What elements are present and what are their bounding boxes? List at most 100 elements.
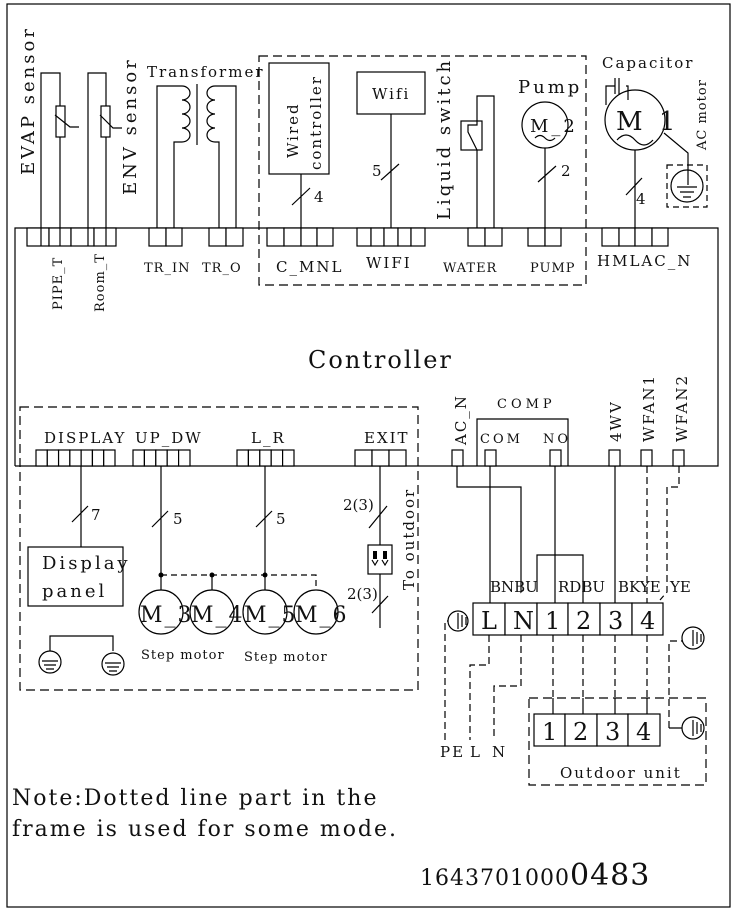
- room-t-label: Room_T: [93, 253, 108, 312]
- cmnl-label: C_MNL: [276, 258, 343, 276]
- connector-pin: [155, 449, 168, 467]
- tr-in-label: TR_IN: [144, 261, 190, 276]
- evap-sensor-label: EVAP sensor: [18, 26, 39, 175]
- wire-count: 4: [314, 188, 326, 206]
- terminal-label: 4: [636, 718, 651, 746]
- wire-count: 7: [91, 506, 103, 524]
- env-thermistor-icon: [100, 105, 111, 138]
- wifi-label: Wifi: [372, 85, 410, 103]
- part-number: 16437010000483: [420, 858, 650, 893]
- wire-color-label: BNBU: [490, 578, 538, 596]
- terminal-label: 2: [573, 718, 588, 746]
- pipe-t-label: PIPE_T: [51, 257, 66, 310]
- ground-icon: [101, 652, 125, 676]
- wire-count: 2(3): [343, 496, 374, 514]
- wire-count: 2: [561, 162, 573, 180]
- pump-connector: [527, 227, 562, 247]
- liquid-switch-label: Liquid switch: [434, 58, 455, 220]
- pe-label: PE: [440, 743, 465, 761]
- lr-port-label: L_R: [251, 429, 286, 447]
- wired-controller-box: [268, 62, 330, 175]
- to-outdoor-label: To outdoor: [400, 488, 418, 590]
- outdoor-unit-frame: [528, 697, 707, 786]
- connector-pin: [35, 449, 48, 467]
- capacitor-icon: [605, 78, 629, 105]
- terminal-label: 4: [640, 607, 655, 635]
- svg-text:M_6: M_6: [295, 603, 349, 628]
- step-motor-m5-icon: M_5: [242, 589, 296, 635]
- step-motor-m6-icon: M_6: [293, 589, 349, 635]
- tr-o-label: TR_O: [202, 261, 242, 276]
- terminal-label: 2: [576, 607, 591, 635]
- hmlac-connector: [601, 227, 669, 247]
- display-panel-label-2: panel: [42, 581, 107, 602]
- svg-text:M_3: M_3: [140, 603, 194, 628]
- step-motor-m4-icon: M_4: [189, 589, 243, 635]
- terminal-cell: [536, 602, 569, 636]
- wifi-port-label: WIFI: [366, 254, 412, 272]
- connector-pin: [178, 449, 191, 467]
- wire-count: 2(3): [347, 585, 378, 603]
- terminal-cell: [596, 713, 629, 747]
- transformer-icon: [156, 84, 237, 228]
- evap-thermistor-icon: [55, 105, 66, 138]
- wfan1-label: WFAN1: [640, 374, 658, 442]
- optional-frame: [258, 55, 587, 286]
- terminal-label: 3: [605, 718, 620, 746]
- display-panel-label-1: Display: [42, 553, 131, 574]
- part-number-suffix: 0483: [570, 858, 650, 893]
- controller-label: Controller: [308, 346, 453, 374]
- wire-count: 5: [276, 510, 288, 528]
- wired-controller-label-2: controller: [307, 75, 325, 170]
- env-sensor-label: ENV sensor: [120, 57, 141, 195]
- updw-port-label: UP_DW: [135, 429, 203, 447]
- ground-icon: [681, 626, 705, 650]
- wire-count: 5: [372, 162, 384, 180]
- connector-pin: [57, 449, 71, 467]
- terminal-cell: [631, 602, 664, 636]
- connector-pin: [132, 449, 145, 467]
- connector-pin: [143, 449, 157, 467]
- display-panel: [27, 546, 124, 607]
- l-label: L: [470, 743, 482, 761]
- step-motor-m3-icon: M_3: [138, 589, 194, 635]
- connector-pin: [103, 449, 116, 467]
- connector-pin: [270, 449, 284, 467]
- connector-pin: [259, 449, 272, 467]
- tr-connectors: [148, 227, 244, 247]
- connector-pin: [69, 449, 82, 467]
- cmnl-connector: [266, 227, 334, 247]
- ac-motor-label: M 1: [616, 107, 679, 137]
- part-number-prefix: 1643701000: [420, 866, 570, 891]
- ac-n-label: AC_N: [452, 394, 470, 446]
- output-section: AC_N COMP COM NO 4WV WFAN1 WFAN2 BNBU RD…: [440, 374, 707, 786]
- sensor-section: EVAP sensor ENV sensor PIPE_T Room_T Tra…: [18, 26, 263, 312]
- connector-pin: [46, 449, 60, 467]
- outer-frame: [6, 3, 731, 908]
- water-connector: [467, 227, 503, 247]
- wire-color-label: YE: [669, 578, 691, 596]
- wifi-connector: [356, 227, 426, 247]
- water-label: WATER: [443, 261, 498, 276]
- step-motor-label: Step motor: [141, 648, 225, 663]
- pump-port-label: PUMP: [530, 261, 576, 276]
- terminal-label: L: [481, 607, 497, 635]
- note-line-1: Note:Dotted line part in the: [12, 786, 378, 811]
- note-line-2: frame is used for some mode.: [12, 817, 398, 842]
- liquid-switch-icon: [460, 120, 483, 151]
- terminal-label: N: [513, 607, 534, 635]
- terminal-label: 1: [545, 607, 560, 635]
- connector-pin: [354, 449, 373, 467]
- connector-pin: [236, 449, 249, 467]
- terminal-label: 1: [542, 718, 557, 746]
- ground-icon: [670, 169, 704, 203]
- controller-board: [14, 227, 719, 467]
- exit-port-label: EXIT: [364, 429, 410, 447]
- wired-controller-label-1: Wired: [284, 102, 302, 158]
- terminal-cell: [504, 602, 538, 636]
- ac-motor-text: AC motor: [695, 79, 710, 151]
- display-port-label: DISPLAY: [44, 429, 126, 447]
